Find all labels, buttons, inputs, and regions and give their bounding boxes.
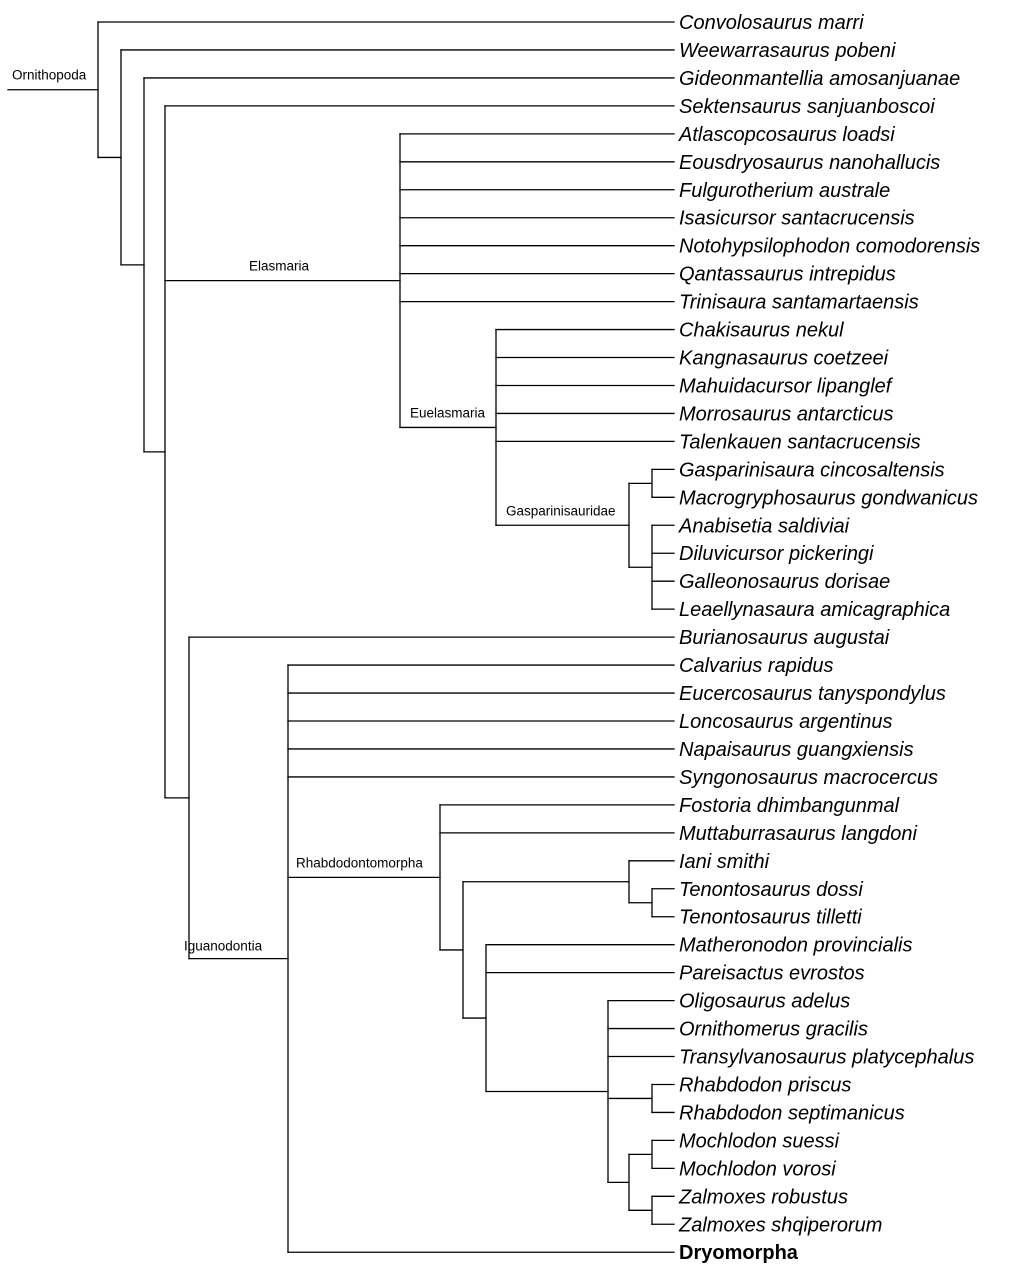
taxon-label-tenontosaurus-dossi: Tenontosaurus dossi bbox=[679, 879, 863, 901]
taxon-label-napaisaurus-guangxiensis: Napaisaurus guangxiensis bbox=[679, 739, 914, 761]
taxon-label-pareisactus-evrostos: Pareisactus evrostos bbox=[679, 963, 865, 985]
taxon-label-gasparinisaura-cincosaltensis: Gasparinisaura cincosaltensis bbox=[679, 459, 945, 481]
taxon-label-mahuidacursor-lipanglef: Mahuidacursor lipanglef bbox=[679, 375, 894, 397]
taxon-label-fostoria-dhimbangunmal: Fostoria dhimbangunmal bbox=[679, 795, 900, 817]
taxon-label-gideonmantellia-amosanjuanae: Gideonmantellia amosanjuanae bbox=[679, 68, 960, 90]
taxon-label-mochlodon-suessi: Mochlodon suessi bbox=[679, 1130, 840, 1152]
taxon-label-morrosaurus-antarcticus: Morrosaurus antarcticus bbox=[679, 403, 894, 425]
taxon-label-fulgurotherium-australe: Fulgurotherium australe bbox=[679, 180, 890, 202]
taxon-label-atlascopcosaurus-loadsi: Atlascopcosaurus loadsi bbox=[678, 124, 895, 146]
taxon-label-kangnasaurus-coetzeei: Kangnasaurus coetzeei bbox=[679, 348, 889, 370]
taxon-label-convolosaurus-marri: Convolosaurus marri bbox=[679, 12, 864, 34]
cladogram-branches bbox=[7, 21, 675, 1253]
taxon-label-transylvanosaurus-platycephalus: Transylvanosaurus platycephalus bbox=[679, 1047, 974, 1069]
taxon-label-eousdryosaurus-nanohallucis: Eousdryosaurus nanohallucis bbox=[679, 152, 940, 174]
taxon-label-rhabdodon-septimanicus: Rhabdodon septimanicus bbox=[679, 1102, 905, 1124]
taxon-label-qantassaurus-intrepidus: Qantassaurus intrepidus bbox=[679, 264, 896, 286]
taxon-label-tenontosaurus-tilletti: Tenontosaurus tilletti bbox=[679, 907, 862, 929]
taxon-label-diluvicursor-pickeringi: Diluvicursor pickeringi bbox=[679, 543, 874, 565]
clade-label-elasmaria: Elasmaria bbox=[249, 259, 310, 274]
taxon-label-matheronodon-provincialis: Matheronodon provincialis bbox=[679, 935, 912, 957]
taxon-label-sektensaurus-sanjuanboscoi: Sektensaurus sanjuanboscoi bbox=[679, 96, 935, 118]
taxon-label-talenkauen-santacrucensis: Talenkauen santacrucensis bbox=[679, 431, 921, 453]
taxon-label-muttaburrasaurus-langdoni: Muttaburrasaurus langdoni bbox=[679, 823, 917, 845]
clade-label-ornithopoda: Ornithopoda bbox=[12, 68, 87, 83]
taxon-label-macrogryphosaurus-gondwanicus: Macrogryphosaurus gondwanicus bbox=[679, 487, 978, 509]
taxon-label-trinisaura-santamartaensis: Trinisaura santamartaensis bbox=[679, 292, 919, 314]
taxon-label-isasicursor-santacrucensis: Isasicursor santacrucensis bbox=[679, 208, 915, 230]
clade-label-rhabdodontomorpha: Rhabdodontomorpha bbox=[296, 855, 423, 870]
taxon-label-iani-smithi: Iani smithi bbox=[679, 851, 770, 873]
taxon-label-mochlodon-vorosi: Mochlodon vorosi bbox=[679, 1158, 836, 1180]
clade-label-iguanodontia: Iguanodontia bbox=[184, 939, 263, 954]
taxon-label-syngonosaurus-macrocercus: Syngonosaurus macrocercus bbox=[679, 767, 938, 789]
taxon-label-leaellynasaura-amicagraphica: Leaellynasaura amicagraphica bbox=[679, 599, 950, 621]
taxon-label-loncosaurus-argentinus: Loncosaurus argentinus bbox=[679, 711, 892, 733]
taxon-label-rhabdodon-priscus: Rhabdodon priscus bbox=[679, 1074, 851, 1096]
taxon-label-ornithomerus-gracilis: Ornithomerus gracilis bbox=[679, 1019, 868, 1041]
taxon-label-burianosaurus-augustai: Burianosaurus augustai bbox=[679, 627, 890, 649]
taxon-label-dryomorpha: Dryomorpha bbox=[679, 1242, 799, 1264]
taxon-label-oligosaurus-adelus: Oligosaurus adelus bbox=[679, 991, 850, 1013]
clade-label-euelasmaria: Euelasmaria bbox=[410, 405, 486, 420]
taxon-label-galleonosaurus-dorisae: Galleonosaurus dorisae bbox=[679, 571, 890, 593]
taxon-label-zalmoxes-shqiperorum: Zalmoxes shqiperorum bbox=[678, 1214, 882, 1236]
taxon-label-chakisaurus-nekul: Chakisaurus nekul bbox=[679, 320, 844, 342]
clade-label-gasparinisauridae: Gasparinisauridae bbox=[506, 503, 616, 518]
taxon-label-eucercosaurus-tanyspondylus: Eucercosaurus tanyspondylus bbox=[679, 683, 946, 705]
taxon-label-weewarrasaurus-pobeni: Weewarrasaurus pobeni bbox=[679, 40, 896, 62]
taxon-label-anabisetia-saldiviai: Anabisetia saldiviai bbox=[678, 515, 850, 537]
taxon-label-calvarius-rapidus: Calvarius rapidus bbox=[679, 655, 834, 677]
taxon-label-notohypsilophodon-comodorensis: Notohypsilophodon comodorensis bbox=[679, 236, 980, 258]
taxon-label-zalmoxes-robustus: Zalmoxes robustus bbox=[678, 1186, 848, 1208]
